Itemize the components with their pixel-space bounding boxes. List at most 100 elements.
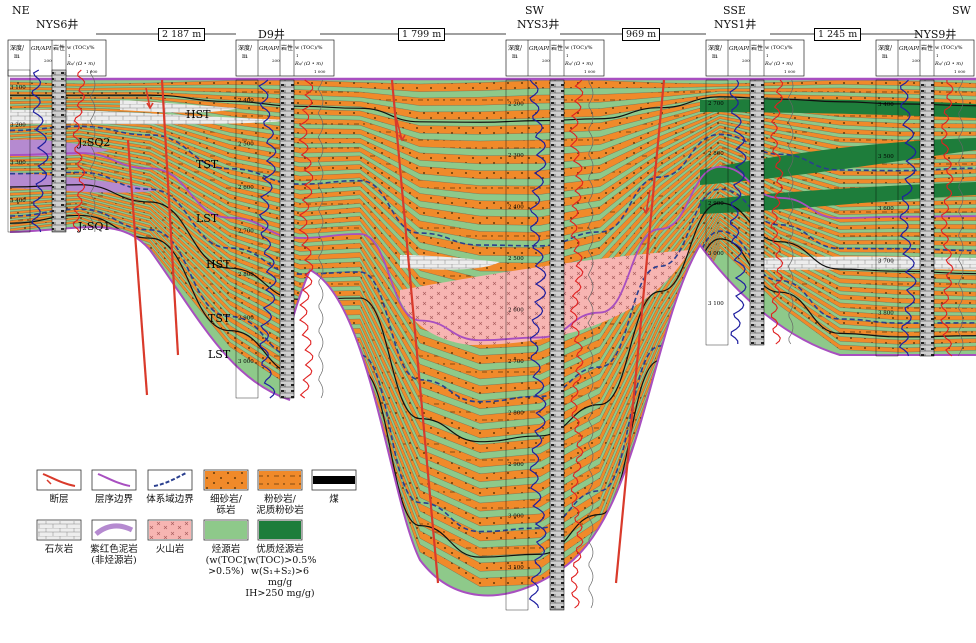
depth-label: 2 900: [238, 316, 254, 322]
coal-seam: [10, 184, 976, 443]
lith-header: 岩性: [281, 44, 293, 52]
depth-label: 3 600: [878, 206, 894, 212]
fault-line: [390, 79, 440, 584]
depth-label: 2 700: [708, 101, 724, 107]
track-header: [235, 39, 335, 77]
res-scale: 1 000: [784, 69, 796, 74]
lithology-column: [279, 79, 295, 399]
strat-layer: [10, 152, 976, 349]
fault-arrow: [395, 116, 403, 141]
direction-sse: SSE: [723, 4, 746, 17]
distance-label-4: 1 245 m: [814, 28, 862, 41]
depth-label: 2 400: [508, 205, 524, 211]
coal-seam: [10, 94, 976, 123]
legend-swatch-9: [203, 519, 249, 541]
well-name-d9: D9井: [258, 28, 285, 41]
sequence-boundary-base: [9, 226, 976, 597]
res-curve: [317, 79, 324, 399]
depth-label: 3 100: [708, 301, 724, 307]
systems-tract-label: J₂SQ1: [77, 220, 110, 233]
lith-header: 岩性: [53, 44, 65, 52]
depth-label: 3 000: [508, 513, 524, 519]
res-curve: [587, 79, 594, 609]
depth-label: 2 900: [508, 462, 524, 468]
coal-seam: [10, 214, 976, 558]
track-header: [505, 39, 605, 77]
res-curve: [787, 79, 794, 345]
sequence-boundary-mid: [10, 152, 976, 342]
legend-label: 体系域边界: [146, 494, 194, 505]
volcanic-body: [400, 250, 690, 345]
legend-label: 层序边界: [94, 494, 133, 505]
depth-label: 2 600: [508, 308, 524, 314]
strat-layer: [10, 115, 976, 211]
toc-header: w (TOC)/%: [935, 44, 963, 51]
legend-swatch-2: [147, 469, 193, 491]
toc-curve: [298, 79, 314, 399]
gr-header: GR/API: [729, 46, 750, 52]
gr-header: GR/API: [529, 46, 550, 52]
gr-curve: [31, 69, 49, 233]
depth-header: 深度/: [508, 44, 523, 52]
depth-label: 3 700: [878, 258, 894, 264]
strat-layer: [10, 122, 976, 241]
systems-tract-label: LST: [208, 348, 231, 361]
lith-header: 岩性: [751, 44, 763, 52]
strat-layer: [10, 96, 976, 135]
res-header: R₀/ (Ω • m): [934, 60, 963, 67]
depth-label: 3 200: [10, 123, 26, 129]
toc-curve: [568, 79, 584, 609]
well-name-nys3: NYS3井: [517, 18, 560, 31]
gr-curve: [528, 79, 547, 609]
systems-tract-label: J₂SQ2: [77, 136, 110, 149]
gr-scale: 200: [44, 58, 52, 63]
lith-header: 岩性: [551, 44, 563, 52]
systems-tract-boundary: [10, 125, 976, 247]
res-header: R₀/ (Ω • m): [764, 60, 793, 67]
fault-line: [160, 79, 180, 356]
depth-unit: m: [242, 53, 248, 60]
toc-curve: [940, 79, 954, 357]
strat-layer: [10, 91, 976, 120]
well-name-nys1: NYS1井: [714, 18, 757, 31]
strat-layer: [10, 100, 976, 150]
legend-label: 火山岩: [155, 544, 185, 555]
depth-label: 2 800: [708, 151, 724, 157]
strat-layer: [10, 143, 976, 318]
well-name-nys9: NYS9井: [914, 28, 957, 41]
well-name-nys6: NYS6井: [36, 18, 79, 31]
high-quality-source-rock: [700, 182, 976, 214]
track-header: [875, 39, 975, 77]
fault-line: [126, 139, 149, 396]
res-scale: 1 000: [954, 69, 966, 74]
limestone-lens: [400, 255, 500, 270]
depth-label: 3 000: [238, 359, 254, 365]
legend-swatch-7: [91, 519, 137, 541]
direction-sw1: SW: [525, 4, 544, 17]
strat-layer: [10, 107, 976, 180]
depth-label: 3 300: [10, 160, 26, 166]
depth-label: 2 700: [508, 359, 524, 365]
depth-label: 3 400: [878, 102, 894, 108]
lithology-column: [919, 79, 935, 357]
legend-label: 断层: [49, 494, 69, 505]
distance-label-1: 2 187 m: [158, 28, 206, 41]
toc-scale: 1: [936, 53, 939, 58]
depth-label: 2 900: [708, 201, 724, 207]
depth-header: 深度/: [238, 44, 253, 52]
legend-swatch-4: [257, 469, 303, 491]
direction-sw2: SW: [952, 4, 971, 17]
toc-header: w (TOC)/%: [765, 44, 793, 51]
depth-label: 2 400: [238, 98, 254, 104]
legend-swatch-10: [257, 519, 303, 541]
lithology-column: [51, 69, 67, 233]
strat-layer: [10, 130, 976, 272]
depth-label: 2 200: [508, 102, 524, 108]
lithology-column: [749, 79, 765, 346]
toc-curve: [769, 79, 784, 345]
depth-label: 2 700: [238, 228, 254, 234]
strat-layer: [10, 111, 976, 195]
fault-line: [614, 79, 666, 584]
res-scale: 1 000: [584, 69, 596, 74]
